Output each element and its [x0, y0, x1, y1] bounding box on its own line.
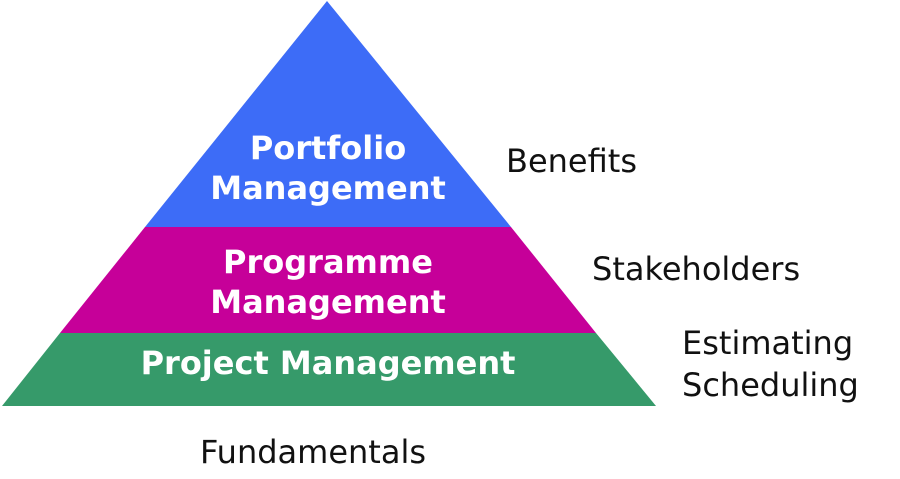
stakeholders-label: Stakeholders — [592, 250, 801, 288]
portfolio-label-line1: Portfolio — [249, 129, 407, 167]
programme-label-line2: Management — [210, 283, 446, 321]
portfolio-label: Portfolio Management — [178, 128, 478, 208]
benefits-label: Benefits — [506, 142, 637, 180]
project-label: Project Management — [140, 344, 516, 382]
scheduling-label: Scheduling — [682, 366, 859, 404]
pyramid-level-programme — [60, 227, 596, 333]
pyramid-level-portfolio — [145, 1, 511, 227]
fundamentals-label: Fundamentals — [200, 433, 426, 471]
programme-label-line1: Programme — [223, 243, 433, 281]
portfolio-label-line2: Management — [210, 169, 446, 207]
programme-label: Programme Management — [178, 242, 478, 322]
pyramid-level-project — [2, 333, 656, 406]
estimating-label: Estimating — [682, 324, 854, 362]
